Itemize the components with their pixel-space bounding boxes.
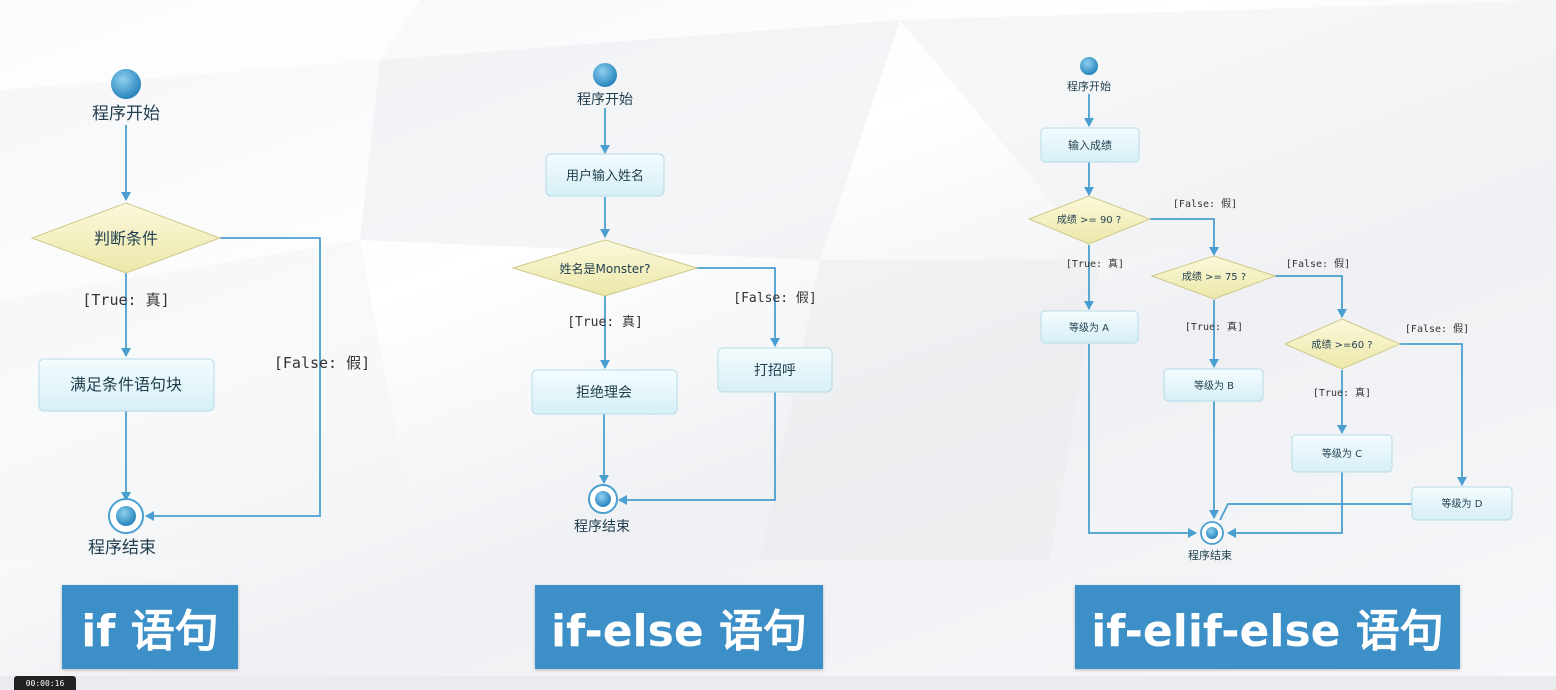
true-branch-label: [True: 真] bbox=[567, 315, 643, 330]
condition-3-diamond bbox=[1283, 318, 1402, 370]
condition-label: 判断条件 bbox=[94, 229, 158, 248]
false-2-label: [False: 假] bbox=[1286, 257, 1350, 270]
condition-label: 姓名是Monster? bbox=[560, 261, 651, 276]
if-elif-else-statement-title: if-elif-else 语句 bbox=[1075, 585, 1460, 669]
true-block-label: 满足条件语句块 bbox=[70, 375, 182, 394]
grade-c-label: 等级为 C bbox=[1322, 447, 1362, 460]
start-node bbox=[593, 63, 617, 87]
false-1-label: [False: 假] bbox=[1173, 197, 1237, 210]
start-label: 程序开始 bbox=[1067, 79, 1111, 93]
true-branch-label: [True: 真] bbox=[82, 291, 169, 309]
false-block-node bbox=[717, 347, 833, 393]
true-1-label: [True: 真] bbox=[1066, 257, 1124, 270]
false-branch-label: [False: 假] bbox=[733, 291, 816, 306]
input-label: 用户输入姓名 bbox=[566, 168, 644, 184]
input-node bbox=[545, 153, 665, 197]
start-label: 程序开始 bbox=[577, 92, 633, 108]
end-label: 程序结束 bbox=[88, 538, 156, 558]
start-node bbox=[111, 69, 141, 99]
end-label: 程序结束 bbox=[1188, 548, 1232, 562]
grade-b-node bbox=[1163, 368, 1264, 402]
true-block-node bbox=[531, 369, 678, 415]
true-block-node bbox=[38, 358, 215, 412]
condition-3-label: 成绩 >=60 ? bbox=[1311, 338, 1372, 351]
if-statement-title: if 语句 bbox=[62, 585, 238, 669]
condition-2-diamond bbox=[1150, 255, 1277, 300]
grade-d-node bbox=[1411, 486, 1513, 521]
input-label: 输入成绩 bbox=[1068, 138, 1112, 152]
end-label: 程序结束 bbox=[574, 519, 630, 535]
grade-a-node bbox=[1040, 310, 1139, 344]
if-else-statement-title: if-else 语句 bbox=[535, 585, 823, 669]
false-block-label: 打招呼 bbox=[754, 362, 796, 379]
false-branch-label: [False: 假] bbox=[274, 354, 370, 372]
true-2-label: [True: 真] bbox=[1185, 320, 1243, 333]
video-timestamp: 00:00:16 bbox=[14, 676, 76, 690]
false-3-label: [False: 假] bbox=[1405, 322, 1469, 335]
condition-diamond bbox=[30, 202, 222, 274]
grade-d-label: 等级为 D bbox=[1442, 497, 1483, 510]
condition-diamond bbox=[511, 239, 699, 297]
start-label: 程序开始 bbox=[92, 104, 160, 124]
grade-b-label: 等级为 B bbox=[1194, 379, 1234, 392]
true-3-label: [True: 真] bbox=[1313, 386, 1371, 399]
true-block-label: 拒绝理会 bbox=[576, 385, 632, 401]
grade-c-node bbox=[1291, 434, 1393, 473]
video-bottom-bar bbox=[0, 676, 1556, 690]
grade-a-label: 等级为 A bbox=[1069, 321, 1109, 334]
input-node bbox=[1040, 127, 1140, 163]
start-node bbox=[1080, 57, 1098, 75]
condition-1-diamond bbox=[1027, 195, 1152, 245]
condition-2-label: 成绩 >= 75 ? bbox=[1182, 270, 1246, 283]
condition-1-label: 成绩 >= 90 ? bbox=[1057, 213, 1121, 226]
